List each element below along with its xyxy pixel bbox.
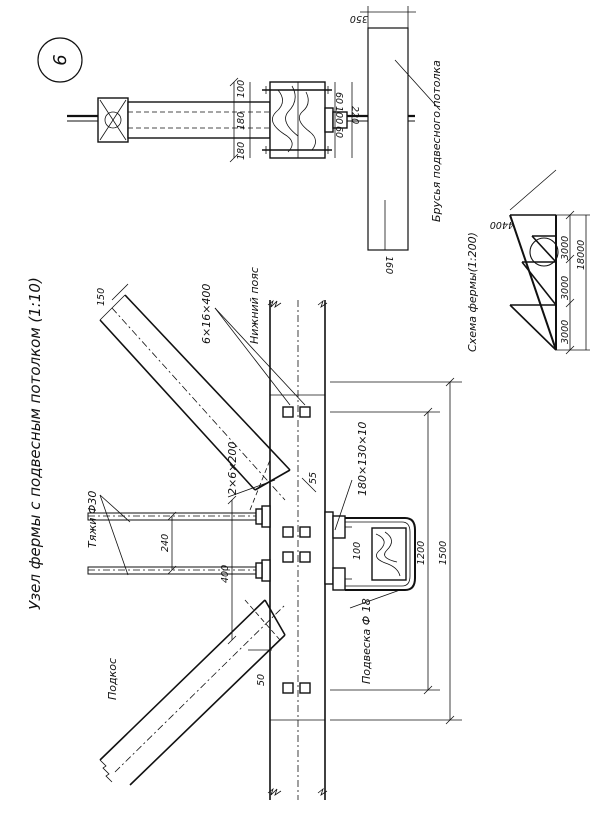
dim-400: 400 bbox=[220, 565, 231, 583]
strut-label: Подкос bbox=[106, 658, 119, 700]
u-hanger bbox=[345, 517, 416, 591]
drawing-title: Узел фермы с подвесным потолком (1:10) bbox=[26, 277, 44, 610]
strut-lower bbox=[99, 599, 286, 786]
truss-dim-18000: 18000 bbox=[576, 240, 587, 270]
section-view: 350 100 180 180 60 100 60 220 160 Брусья… bbox=[67, 6, 443, 274]
sec-dim-100: 100 bbox=[236, 80, 247, 98]
washer-label: 180×130×10 bbox=[356, 422, 369, 496]
hanger-washer bbox=[324, 511, 352, 591]
sec-dim-60b: 60 bbox=[333, 126, 344, 138]
truss-dim-3000c: 3000 bbox=[560, 236, 571, 260]
truss-dim-3000a: 3000 bbox=[560, 320, 571, 344]
top-nuts bbox=[255, 505, 271, 582]
strut-upper bbox=[99, 294, 291, 511]
main-node-view: Тяжи Ф30 Подкос Нижний пояс 6×16×400 2×6… bbox=[86, 267, 462, 800]
hanger-label: Подвеска Ф 18 bbox=[360, 598, 373, 684]
sec-dim-60a: 60 bbox=[333, 92, 344, 104]
dim-150: 150 bbox=[96, 288, 107, 306]
bolt-label-6x16x400: 6×16×400 bbox=[200, 284, 213, 344]
dim-1200: 1200 bbox=[416, 541, 427, 565]
sec-dim-180a: 180 bbox=[236, 112, 247, 130]
sec-dim-180b: 180 bbox=[236, 142, 247, 160]
tie-rods bbox=[87, 512, 269, 575]
sec-dim-220: 220 bbox=[349, 106, 360, 124]
bottom-chord-label: Нижний пояс bbox=[248, 267, 261, 344]
sheet-number-badge: 6 bbox=[37, 37, 83, 83]
dim-1500: 1500 bbox=[438, 541, 449, 565]
dim-55: 55 bbox=[308, 472, 319, 484]
dim-50: 50 bbox=[256, 674, 267, 686]
leader-lines bbox=[99, 307, 401, 609]
dimension-lines bbox=[111, 283, 462, 725]
sec-dim-100b: 100 bbox=[333, 106, 344, 124]
chord-bolts bbox=[282, 406, 311, 694]
truss-scheme: Схема фермы(1:200) 4400 3000 3000 3000 1… bbox=[466, 169, 590, 355]
dim-100-washer: 100 bbox=[352, 542, 363, 560]
bolt-label-2x6x200: 2×6×200 bbox=[226, 442, 239, 495]
sec-dim-350: 350 bbox=[350, 13, 368, 24]
sheet-number: 6 bbox=[50, 54, 71, 65]
dim-240: 240 bbox=[160, 534, 171, 552]
ceiling-beam-label: Брусья подвесного потолка bbox=[430, 60, 443, 222]
truss-dim-3000b: 3000 bbox=[560, 276, 571, 300]
tie-rods-label: Тяжи Ф30 bbox=[86, 491, 99, 548]
truss-dim-4400: 4400 bbox=[490, 219, 514, 230]
sec-dim-160: 160 bbox=[383, 256, 394, 274]
truss-scheme-label: Схема фермы(1:200) bbox=[466, 232, 479, 352]
